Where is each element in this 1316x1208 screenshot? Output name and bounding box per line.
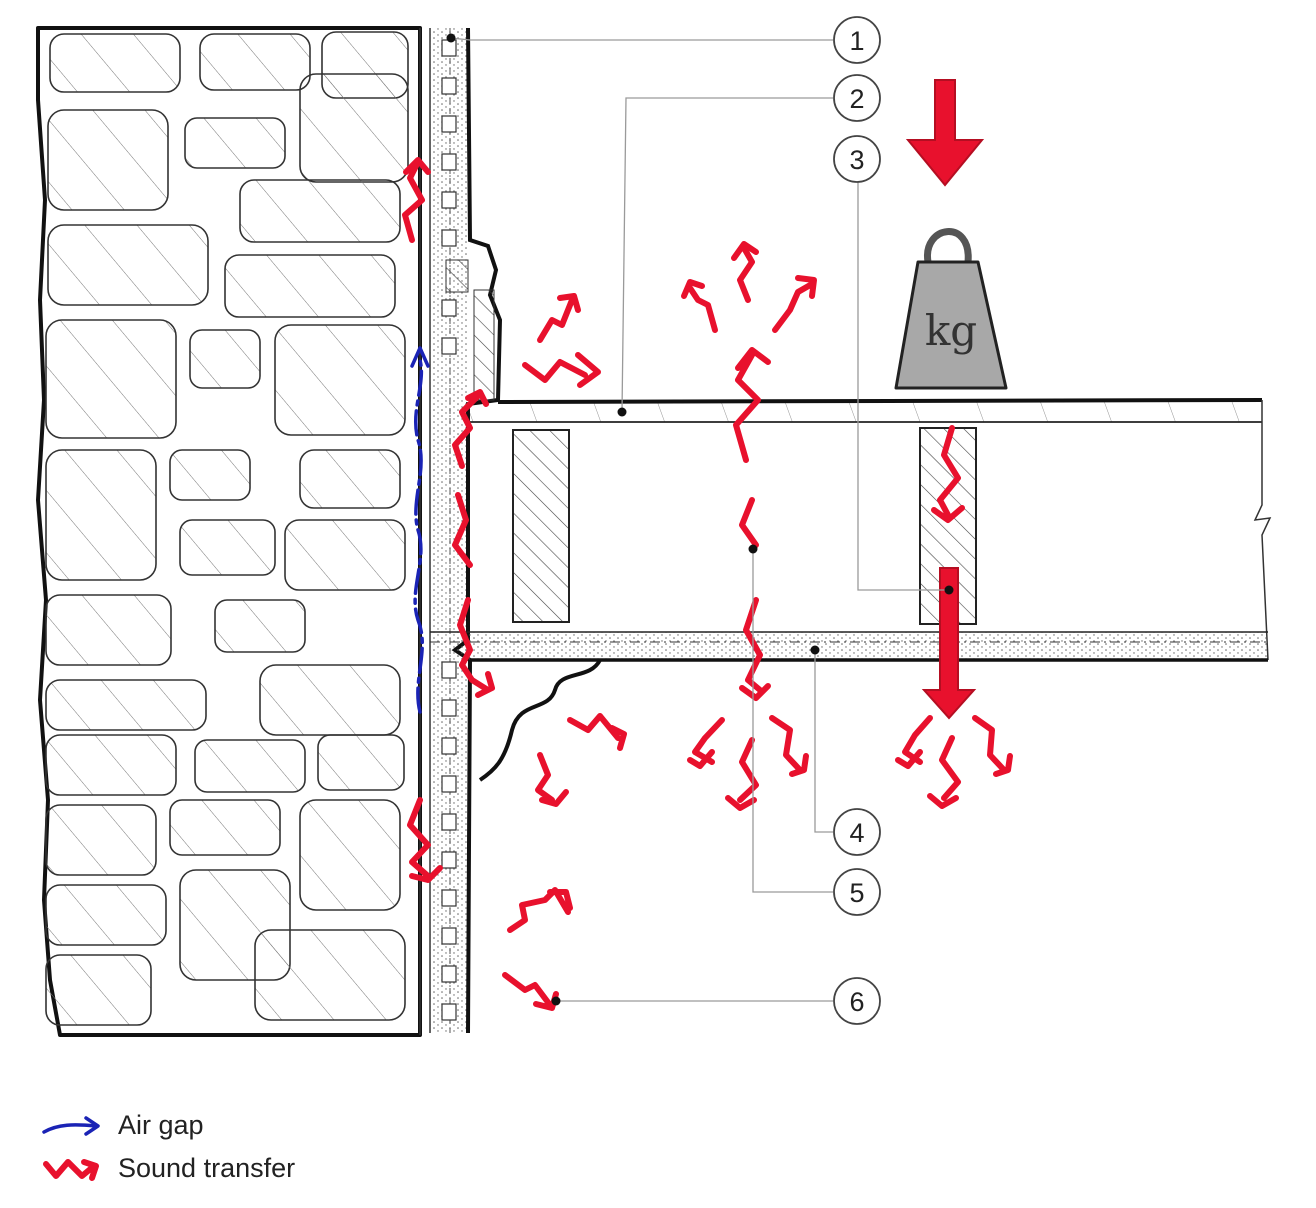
air-gap-legend-icon bbox=[42, 1115, 100, 1136]
stone-blocks bbox=[45, 31, 409, 1026]
lath-strips bbox=[441, 39, 457, 1021]
legend-air-gap: Air gap bbox=[40, 1110, 204, 1141]
leader-dots bbox=[446, 33, 954, 1006]
point-load-arrow bbox=[921, 567, 977, 720]
weight-label: kg bbox=[925, 306, 977, 355]
weight-kg-icon: kg bbox=[894, 228, 1008, 390]
sound-transfer-arrows bbox=[402, 157, 1013, 1011]
floorboards bbox=[470, 398, 1263, 423]
callout-2-label: 2 bbox=[849, 84, 864, 114]
joists bbox=[512, 400, 1272, 661]
callout-5-label: 5 bbox=[849, 878, 864, 908]
lath-plaster-ceiling bbox=[430, 631, 1268, 782]
stone-wall bbox=[36, 26, 422, 1037]
air-gap-arrow bbox=[410, 346, 430, 714]
legend-sound-transfer-label: Sound transfer bbox=[118, 1152, 296, 1183]
callout-4: 4 bbox=[833, 808, 881, 856]
callout-3-label: 3 bbox=[849, 145, 864, 175]
callout-1: 1 bbox=[833, 16, 881, 64]
sound-transfer-legend-icon bbox=[43, 1159, 99, 1181]
callout-4-label: 4 bbox=[849, 818, 864, 848]
callout-6-label: 6 bbox=[849, 987, 864, 1017]
legend-sound-transfer: Sound transfer bbox=[40, 1152, 295, 1184]
callout-5: 5 bbox=[833, 868, 881, 916]
leader-lines bbox=[450, 37, 949, 1002]
legend-air-gap-label: Air gap bbox=[118, 1110, 204, 1140]
callout-2: 2 bbox=[833, 74, 881, 122]
lath-and-plaster-lining bbox=[429, 27, 503, 1034]
callout-1-label: 1 bbox=[849, 26, 864, 56]
callout-3: 3 bbox=[833, 135, 881, 183]
callout-6: 6 bbox=[833, 977, 881, 1025]
load-arrow bbox=[905, 79, 985, 187]
